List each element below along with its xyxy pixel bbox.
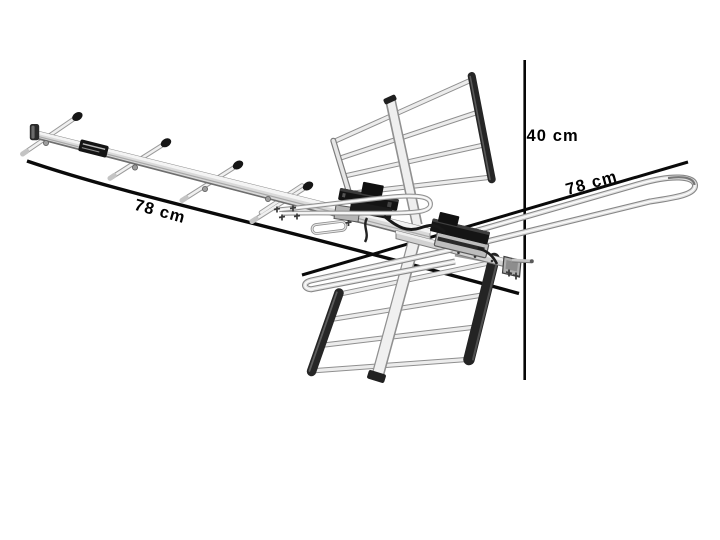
svg-text:40 cm: 40 cm [527, 127, 579, 145]
